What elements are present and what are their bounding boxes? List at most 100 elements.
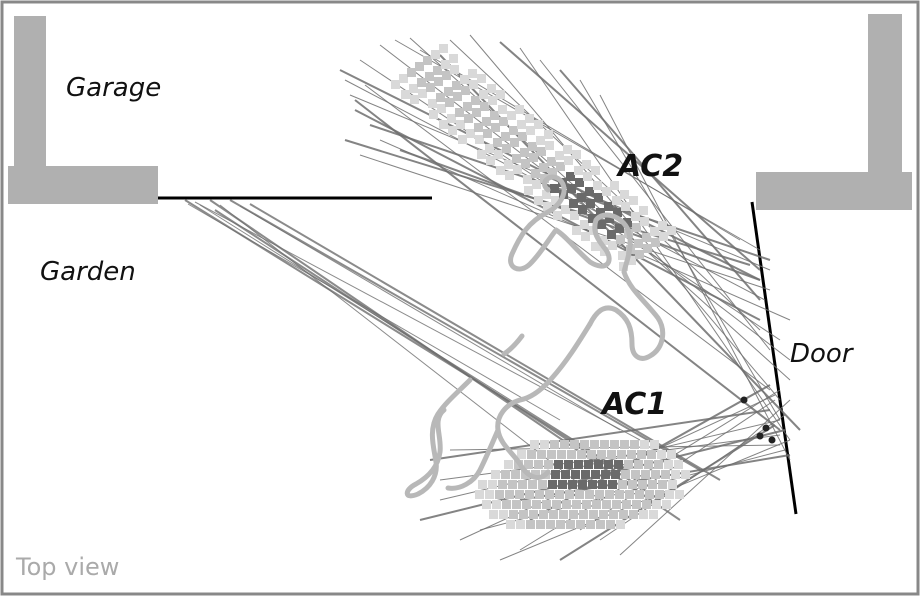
grid-cell — [502, 500, 511, 509]
grid-cell — [429, 110, 438, 119]
grid-cell — [528, 142, 537, 151]
grid-cell — [592, 500, 601, 509]
grid-cell — [555, 490, 564, 499]
grid-cell — [624, 460, 633, 469]
grid-cell — [648, 480, 657, 489]
grid-cell — [591, 470, 600, 479]
person-silhouette — [404, 174, 666, 499]
grid-cell — [458, 135, 467, 144]
grid-cell — [501, 132, 510, 141]
grid-cell — [507, 111, 516, 120]
grid-cell — [583, 172, 592, 181]
grid-cell — [555, 151, 564, 160]
grid-cell — [512, 154, 521, 163]
grid-cell — [417, 78, 426, 87]
grid-cell — [545, 141, 554, 150]
grid-cell — [643, 244, 652, 253]
ray-line — [599, 414, 786, 541]
ray-line — [539, 59, 771, 351]
ray-line — [469, 34, 781, 401]
grid-cell — [661, 470, 670, 479]
grid-cell — [657, 450, 666, 459]
grid-cell — [607, 450, 616, 459]
grid-cell — [453, 92, 462, 101]
grid-cell — [455, 108, 464, 117]
grid-cell — [637, 450, 646, 459]
grid-cell — [498, 105, 507, 114]
grid-cell — [664, 460, 673, 469]
grid-cell — [512, 500, 521, 509]
grid-cell — [433, 66, 442, 75]
grid-cell — [469, 80, 478, 89]
grid-cell — [606, 520, 615, 529]
ray-line — [579, 79, 781, 421]
ray-line — [379, 139, 791, 321]
grid-cell — [460, 75, 469, 84]
grid-cell — [553, 211, 562, 220]
grid-cell — [658, 221, 667, 230]
grid-cell — [529, 153, 538, 162]
grid-cell — [535, 490, 544, 499]
grid-cell — [491, 123, 500, 132]
grid-cell — [509, 126, 518, 135]
grid-cell — [565, 490, 574, 499]
grid-cell — [605, 214, 614, 223]
grid-cell — [491, 470, 500, 479]
grid-cell — [578, 480, 587, 489]
grid-cell — [590, 440, 599, 449]
grid-cell — [526, 126, 535, 135]
ray-line — [239, 205, 621, 431]
grid-cell — [409, 84, 418, 93]
grid-cell — [655, 490, 664, 499]
grid-cell — [645, 490, 654, 499]
grid-cell — [576, 520, 585, 529]
grid-cell — [577, 450, 586, 459]
grid-cell — [667, 450, 676, 459]
grid-cell — [631, 470, 640, 479]
grid-cell — [525, 114, 534, 123]
grid-cell — [485, 490, 494, 499]
grid-cell — [595, 490, 604, 499]
grid-cell — [569, 510, 578, 519]
grid-cell — [428, 99, 437, 108]
grid-cell — [651, 470, 660, 479]
grid-cell — [504, 160, 513, 169]
grid-cell — [622, 500, 631, 509]
grid-cell — [586, 199, 595, 208]
grid-cell — [426, 83, 435, 92]
grid-cell — [519, 510, 528, 519]
grid-cell — [635, 250, 644, 259]
grid-cell — [615, 224, 624, 233]
grid-cell — [610, 440, 619, 449]
grid-cell — [556, 162, 565, 171]
grid-cell — [638, 480, 647, 489]
ray-line — [229, 199, 701, 471]
grid-cell — [642, 500, 651, 509]
grid-cell — [571, 470, 580, 479]
grid-cell — [532, 180, 541, 189]
grid-cell — [632, 500, 641, 509]
grid-cell — [526, 520, 535, 529]
grid-cell — [681, 470, 690, 479]
grid-cell — [634, 239, 643, 248]
grid-cell — [472, 108, 481, 117]
grid-cell — [641, 470, 650, 479]
grid-cell — [468, 69, 477, 78]
grid-cell — [554, 460, 563, 469]
grid-cell — [471, 96, 480, 105]
grid-cell — [582, 160, 591, 169]
grid-cell — [499, 510, 508, 519]
grid-cell — [489, 510, 498, 519]
grid-cell — [623, 218, 632, 227]
grid-cell — [629, 510, 638, 519]
grid-cell — [548, 480, 557, 489]
grid-cell — [537, 450, 546, 459]
grid-cell — [546, 520, 555, 529]
grid-cell — [496, 166, 505, 175]
grid-cell — [505, 171, 514, 180]
grid-cell — [631, 212, 640, 221]
silhouette-arm-fragment — [501, 333, 525, 357]
grid-cell — [572, 150, 581, 159]
grid-cell — [448, 126, 457, 135]
